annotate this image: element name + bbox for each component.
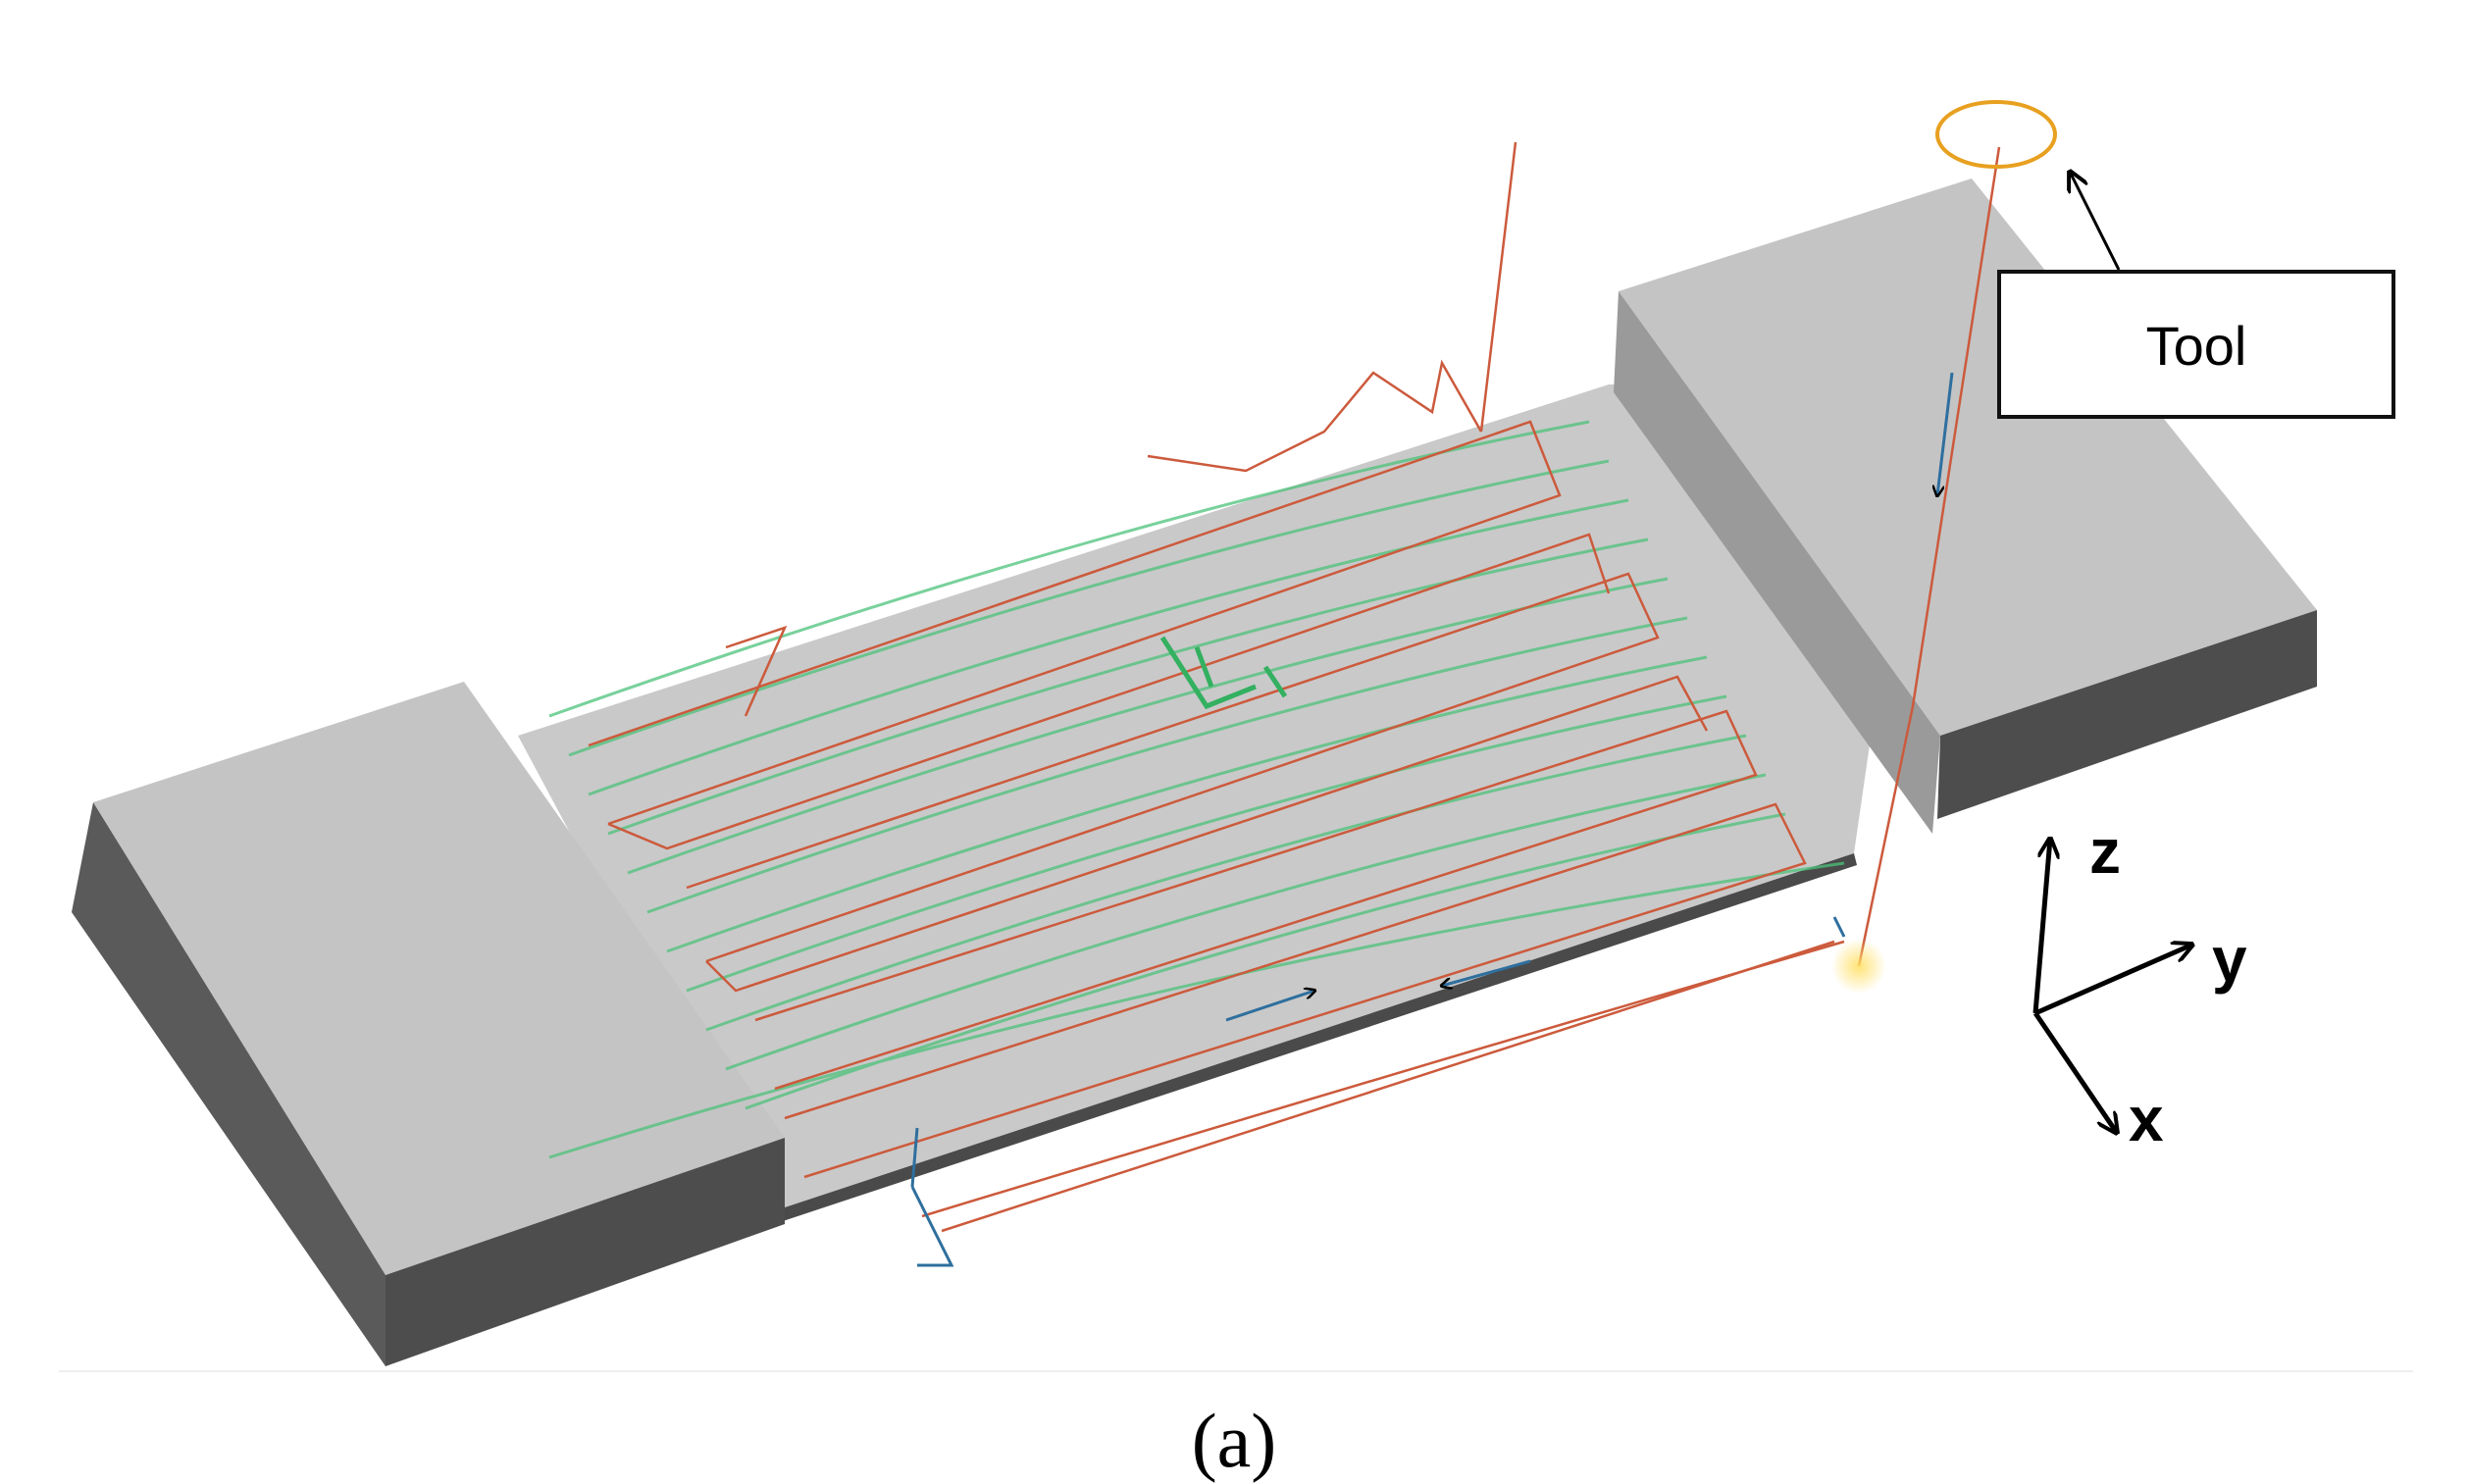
right-block-top (1619, 179, 2317, 736)
plate-top-face (518, 378, 1923, 1211)
workpiece-plate (518, 378, 1923, 1223)
axis-triad-icon (2032, 839, 2192, 1133)
left-block-top (93, 682, 785, 1275)
axis-x-arrow (2032, 1011, 2117, 1133)
axis-z-arrow (2032, 839, 2050, 1014)
tool-contact-glow-icon (1831, 939, 1886, 994)
tool-orientation-icon (1159, 636, 1288, 710)
axis-y-label: y (2212, 924, 2247, 995)
figure-caption: (a) (1192, 1398, 1277, 1483)
right-block-left-face (1614, 291, 1940, 834)
right-clamp-block (1614, 179, 2317, 834)
right-block-side (1937, 610, 2317, 819)
left-clamp-block (72, 682, 785, 1366)
left-block-front (72, 802, 386, 1366)
toolpath-blue-accents (910, 372, 1954, 1267)
tool-callout-label: Tool (2146, 315, 2247, 377)
tool-callout-box (1997, 270, 2395, 419)
tool-callout: Tool (1997, 270, 2395, 419)
axis-y-arrow (2033, 945, 2192, 1016)
left-block-side (386, 1138, 785, 1366)
axis-x-label: x (2129, 1084, 2164, 1154)
plate-front-edge (773, 853, 1857, 1223)
tool-ring-icon (1935, 100, 2057, 169)
axis-z-label: z (2089, 816, 2121, 887)
callout-leader-line (2070, 172, 2121, 271)
toolpath-red-zigzag (588, 141, 2001, 1233)
